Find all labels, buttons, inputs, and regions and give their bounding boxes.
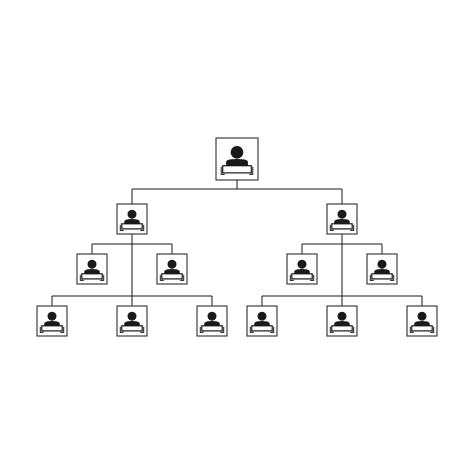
person-body	[374, 269, 390, 274]
person-head	[167, 259, 177, 269]
org-node-right-manager	[326, 203, 358, 235]
org-node-left-sub-1	[76, 253, 108, 285]
nameplate	[121, 223, 143, 230]
person-head	[127, 209, 137, 219]
org-node-left-sub-2	[156, 253, 188, 285]
person-body	[124, 219, 140, 224]
nameplate	[161, 273, 183, 280]
nameplate	[81, 273, 103, 280]
person-icon	[409, 311, 435, 333]
nameplate	[291, 273, 313, 280]
org-node-right-sub-2	[366, 253, 398, 285]
nameplate-bracket	[289, 274, 315, 281]
org-nodes	[36, 137, 438, 337]
nameplate-bracket	[39, 326, 65, 333]
person-icon	[79, 259, 105, 281]
nameplate-bracket	[329, 224, 355, 231]
nameplate-bracket	[409, 326, 435, 333]
nameplate-bracket	[249, 326, 275, 333]
person-head	[127, 311, 137, 321]
person-icon	[159, 259, 185, 281]
nameplate-bracket	[119, 224, 145, 231]
person-icon	[249, 311, 275, 333]
person-body	[44, 321, 60, 326]
person-icon	[289, 259, 315, 281]
org-node-root	[215, 137, 259, 181]
person-icon	[369, 259, 395, 281]
person-icon	[39, 311, 65, 333]
org-node-left-manager	[116, 203, 148, 235]
person-body	[226, 159, 248, 166]
nameplate-bracket	[199, 326, 225, 333]
person-body	[164, 269, 180, 274]
nameplate-bracket	[369, 274, 395, 281]
nameplate	[331, 223, 353, 230]
org-node-right-staff-2	[326, 305, 358, 337]
person-icon	[220, 145, 254, 175]
nameplate	[121, 325, 143, 332]
person-head	[337, 311, 347, 321]
nameplate	[201, 325, 223, 332]
org-node-right-staff-3	[406, 305, 438, 337]
person-head	[417, 311, 427, 321]
person-icon	[199, 311, 225, 333]
nameplate-bracket	[329, 326, 355, 333]
person-icon	[329, 209, 355, 231]
org-node-left-staff-3	[196, 305, 228, 337]
person-icon	[329, 311, 355, 333]
nameplate	[222, 165, 252, 174]
person-body	[254, 321, 270, 326]
person-head	[377, 259, 387, 269]
person-icon	[119, 209, 145, 231]
person-body	[294, 269, 310, 274]
nameplate-bracket	[220, 166, 254, 175]
nameplate	[371, 273, 393, 280]
person-body	[334, 321, 350, 326]
person-body	[414, 321, 430, 326]
person-head	[337, 209, 347, 219]
nameplate-bracket	[159, 274, 185, 281]
person-head	[87, 259, 97, 269]
org-node-right-sub-1	[286, 253, 318, 285]
person-body	[84, 269, 100, 274]
person-body	[334, 219, 350, 224]
nameplate-bracket	[79, 274, 105, 281]
person-icon	[119, 311, 145, 333]
org-node-left-staff-2	[116, 305, 148, 337]
person-head	[207, 311, 217, 321]
person-body	[204, 321, 220, 326]
org-node-left-staff-1	[36, 305, 68, 337]
person-head	[230, 145, 244, 159]
nameplate	[411, 325, 433, 332]
connector-lines	[51, 180, 423, 306]
person-head	[297, 259, 307, 269]
nameplate	[331, 325, 353, 332]
nameplate	[41, 325, 63, 332]
nameplate	[251, 325, 273, 332]
nameplate-bracket	[119, 326, 145, 333]
person-body	[124, 321, 140, 326]
person-head	[257, 311, 267, 321]
person-head	[47, 311, 57, 321]
org-node-right-staff-1	[246, 305, 278, 337]
